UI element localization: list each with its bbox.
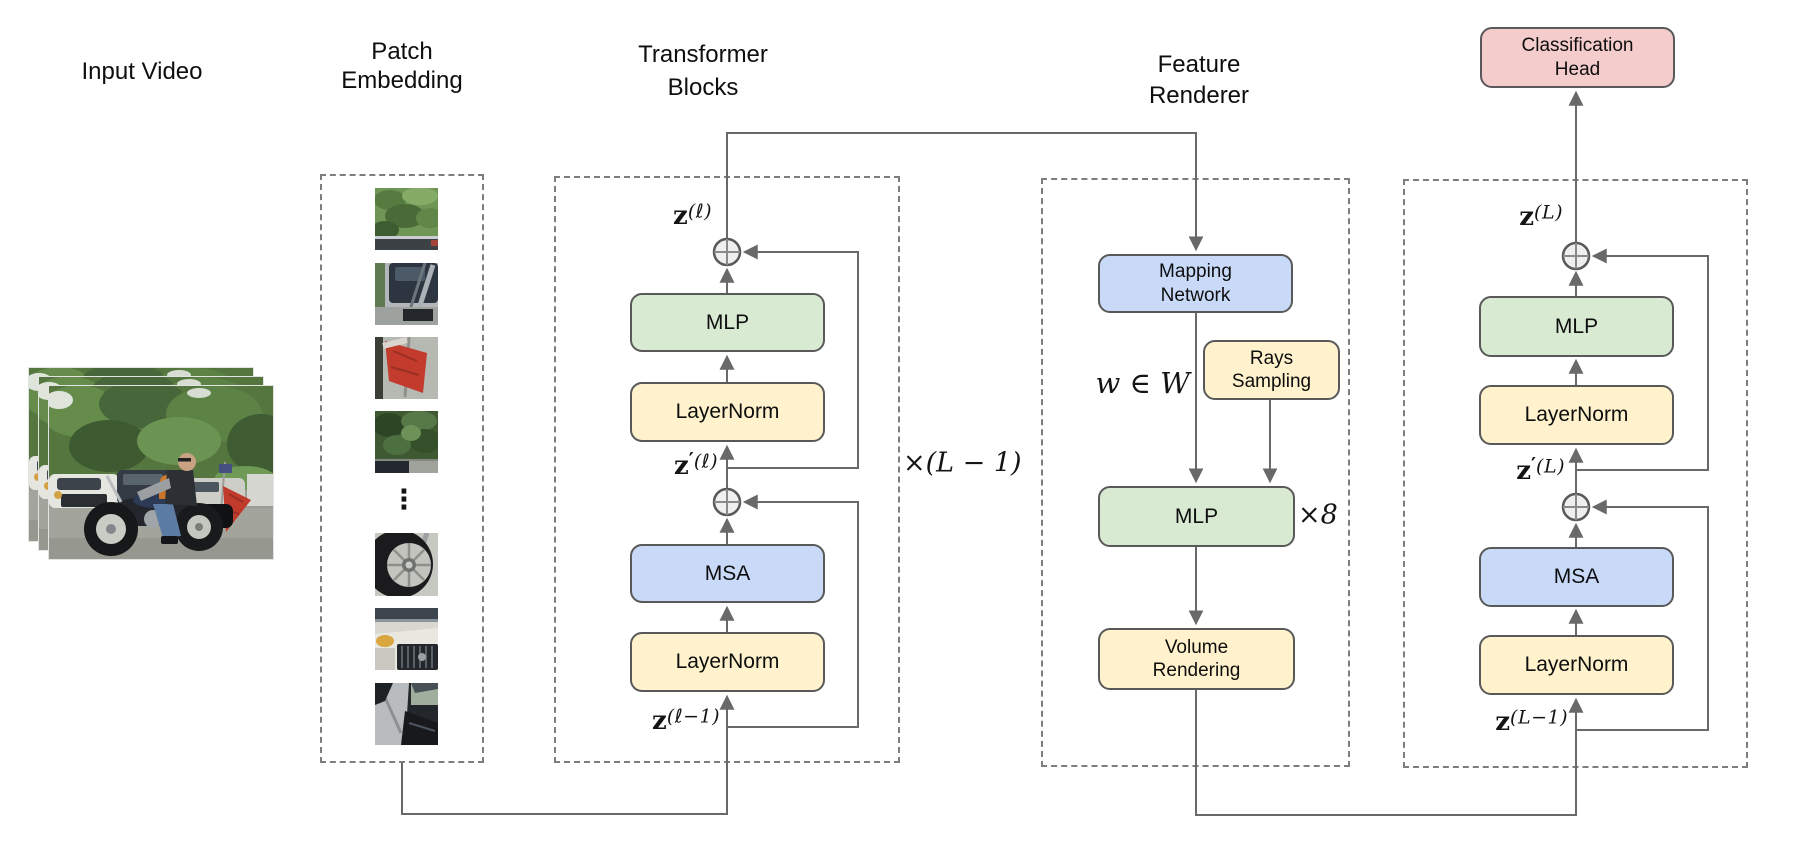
patch-thumbnail-3 <box>375 337 438 399</box>
patch-4-art <box>375 411 438 473</box>
volume-rendering-line1: Volume <box>1164 636 1229 658</box>
classification-head-line2: Head <box>1554 58 1601 80</box>
patch-embedding-title: Patch Embedding <box>341 37 462 95</box>
patch-thumbnail-4 <box>375 411 438 473</box>
patch-ellipsis: ⋮ <box>390 484 418 516</box>
renderer-mlp-label: MLP <box>1174 504 1219 528</box>
msa-box-block1: MSA <box>630 544 825 603</box>
layernorm-bottom-label-block2: LayerNorm <box>1524 653 1629 677</box>
mlp-box-block2: MLP <box>1479 296 1674 357</box>
z-in-sup-block2: (L−1) <box>1510 706 1568 729</box>
video-frame-front <box>48 385 274 560</box>
layernorm-top-label-block2: LayerNorm <box>1524 403 1629 427</box>
patch-thumbnail-5 <box>375 533 438 596</box>
repeat-count-label: ×(L − 1) <box>903 447 1022 479</box>
z-out-base-block2: z <box>1519 201 1535 232</box>
patch-6-art <box>375 608 438 670</box>
mapping-network-line2: Network <box>1160 284 1231 306</box>
rays-sampling-line1: Rays <box>1249 347 1294 369</box>
z-out-label-block1: z(ℓ) <box>673 201 712 231</box>
feature-renderer-title-line1: Feature <box>1157 51 1241 78</box>
layernorm-bottom-box-block1: LayerNorm <box>630 632 825 692</box>
z-mid-base-block2: z <box>1516 455 1532 486</box>
patch-thumbnail-1 <box>375 188 438 250</box>
times8-label: ×8 <box>1298 499 1338 531</box>
layernorm-top-box-block1: LayerNorm <box>630 382 825 442</box>
z-out-base-block1: z <box>673 200 688 231</box>
transformer-blocks-title-line1: Transformer <box>638 41 768 68</box>
patch-embedding-title-line2: Embedding <box>341 67 463 94</box>
z-in-label-block2: z(L−1) <box>1495 707 1568 737</box>
z-out-sup-block1: (ℓ) <box>687 200 712 223</box>
transformer-blocks-title-line2: Blocks <box>667 74 739 101</box>
z-in-base-block1: z <box>652 705 667 736</box>
msa-label-block2: MSA <box>1553 565 1600 589</box>
patch-7-art <box>375 683 438 745</box>
layernorm-top-box-block2: LayerNorm <box>1479 385 1674 445</box>
patch-thumbnail-2 <box>375 263 438 325</box>
rays-sampling-line2: Sampling <box>1231 371 1312 392</box>
msa-label-block1: MSA <box>704 561 751 585</box>
patch-1-art <box>375 188 438 250</box>
mlp-label-block1: MLP <box>705 310 750 334</box>
z-mid-prime-block1: ′ <box>688 448 694 471</box>
z-in-label-block1: z(ℓ−1) <box>652 706 720 736</box>
z-mid-sup-block1: (ℓ) <box>693 450 718 473</box>
layernorm-bottom-label-block1: LayerNorm <box>675 650 780 674</box>
z-mid-prime-block2: ′ <box>1531 453 1537 476</box>
latent-w-label: w ∈ W <box>1095 366 1190 400</box>
volume-rendering-line2: Rendering <box>1152 660 1241 681</box>
classification-head-line1: Classification <box>1521 35 1634 57</box>
mlp-label-block2: MLP <box>1554 314 1599 338</box>
z-mid-label-block2: z′(L) <box>1516 453 1565 486</box>
mapping-network-box: Mapping Network <box>1098 254 1293 313</box>
input-video-title: Input Video <box>81 58 203 85</box>
rays-sampling-box: Rays Sampling <box>1203 340 1340 400</box>
msa-box-block2: MSA <box>1479 547 1674 607</box>
layernorm-bottom-box-block2: LayerNorm <box>1479 635 1674 695</box>
z-mid-label-block1: z′(ℓ) <box>674 448 718 481</box>
feature-renderer-title-line2: Renderer <box>1148 82 1250 109</box>
patch-5-art <box>375 533 438 596</box>
patch-embedding-title-line1: Patch <box>371 38 433 65</box>
z-out-sup-block2: (L) <box>1534 201 1563 224</box>
z-mid-sup-block2: (L) <box>1536 455 1565 478</box>
volume-rendering-box: Volume Rendering <box>1098 628 1295 690</box>
transformer-blocks-title: Transformer Blocks <box>638 38 768 104</box>
classification-head-box: Classification Head <box>1480 27 1675 88</box>
patch-3-art <box>375 337 438 399</box>
z-in-base-block2: z <box>1495 706 1511 737</box>
z-mid-base-block1: z <box>674 450 689 481</box>
layernorm-top-label-block1: LayerNorm <box>675 400 780 424</box>
patch-thumbnail-7 <box>375 683 438 745</box>
mlp-box-block1: MLP <box>630 293 825 352</box>
feature-renderer-title: Feature Renderer <box>1149 49 1249 111</box>
mapping-network-line1: Mapping <box>1159 261 1232 283</box>
renderer-mlp-box: MLP <box>1098 486 1295 547</box>
patch-thumbnail-6 <box>375 608 438 670</box>
patch-2-art <box>375 263 438 325</box>
z-in-sup-block1: (ℓ−1) <box>666 705 720 728</box>
z-out-label-block2: z(L) <box>1519 202 1563 232</box>
